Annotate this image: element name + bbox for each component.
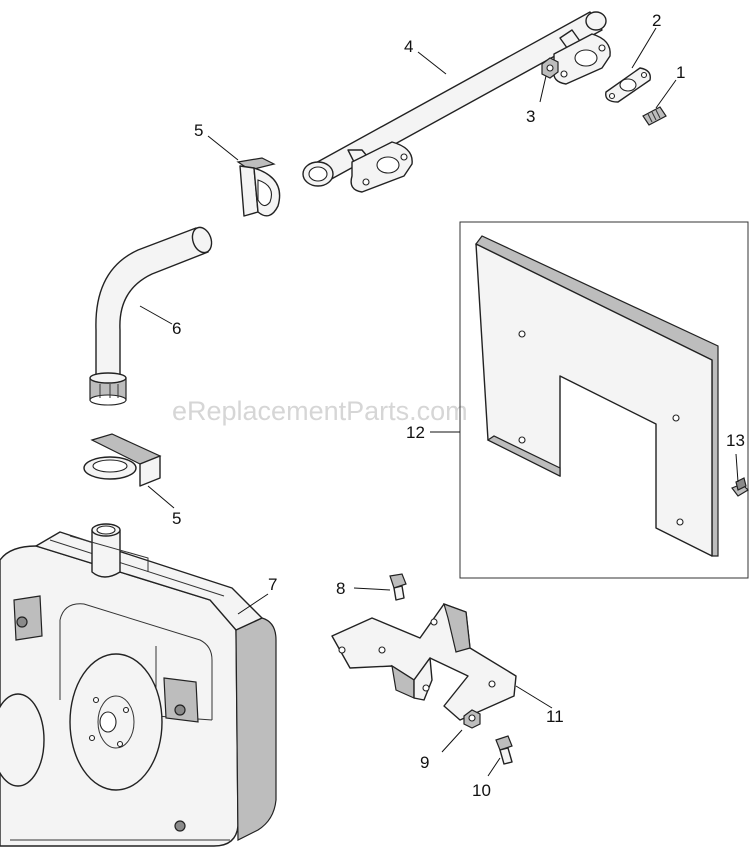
callout-6: 6 — [172, 319, 181, 338]
callout-10: 10 — [472, 781, 491, 800]
callout-3: 3 — [526, 107, 535, 126]
part-12-detail-box — [459, 221, 749, 579]
callout-13: 13 — [726, 431, 745, 450]
part-8-bolt — [389, 573, 407, 601]
callout-5-upper: 5 — [194, 121, 203, 140]
part-5-clamp-upper — [236, 157, 281, 217]
watermark-text: eReplacementParts.com — [172, 396, 468, 426]
callout-9: 9 — [420, 753, 429, 772]
callout-8: 8 — [336, 579, 345, 598]
part-1-stud — [642, 106, 667, 126]
part-5-clamp-lower — [83, 433, 162, 487]
callout-4: 4 — [404, 37, 413, 56]
part-12-heat-shield-plate — [475, 235, 719, 557]
callout-12: 12 — [406, 423, 425, 442]
part-10-bolt — [495, 735, 513, 765]
part-7-muffler — [0, 523, 277, 847]
part-11-mounting-bracket — [331, 603, 517, 721]
leader-lines — [139, 27, 739, 777]
part-3-nut — [541, 57, 559, 79]
callout-2: 2 — [652, 11, 661, 30]
part-4-exhaust-tube — [302, 11, 611, 193]
callout-1: 1 — [676, 63, 685, 82]
part-6-exhaust-pipe — [89, 226, 213, 406]
callout-5-lower: 5 — [172, 509, 181, 528]
part-2-gasket — [605, 67, 651, 103]
callout-7: 7 — [268, 575, 277, 594]
part-9-nut — [463, 709, 481, 729]
part-13-screw — [731, 477, 749, 497]
callout-11: 11 — [546, 707, 564, 726]
